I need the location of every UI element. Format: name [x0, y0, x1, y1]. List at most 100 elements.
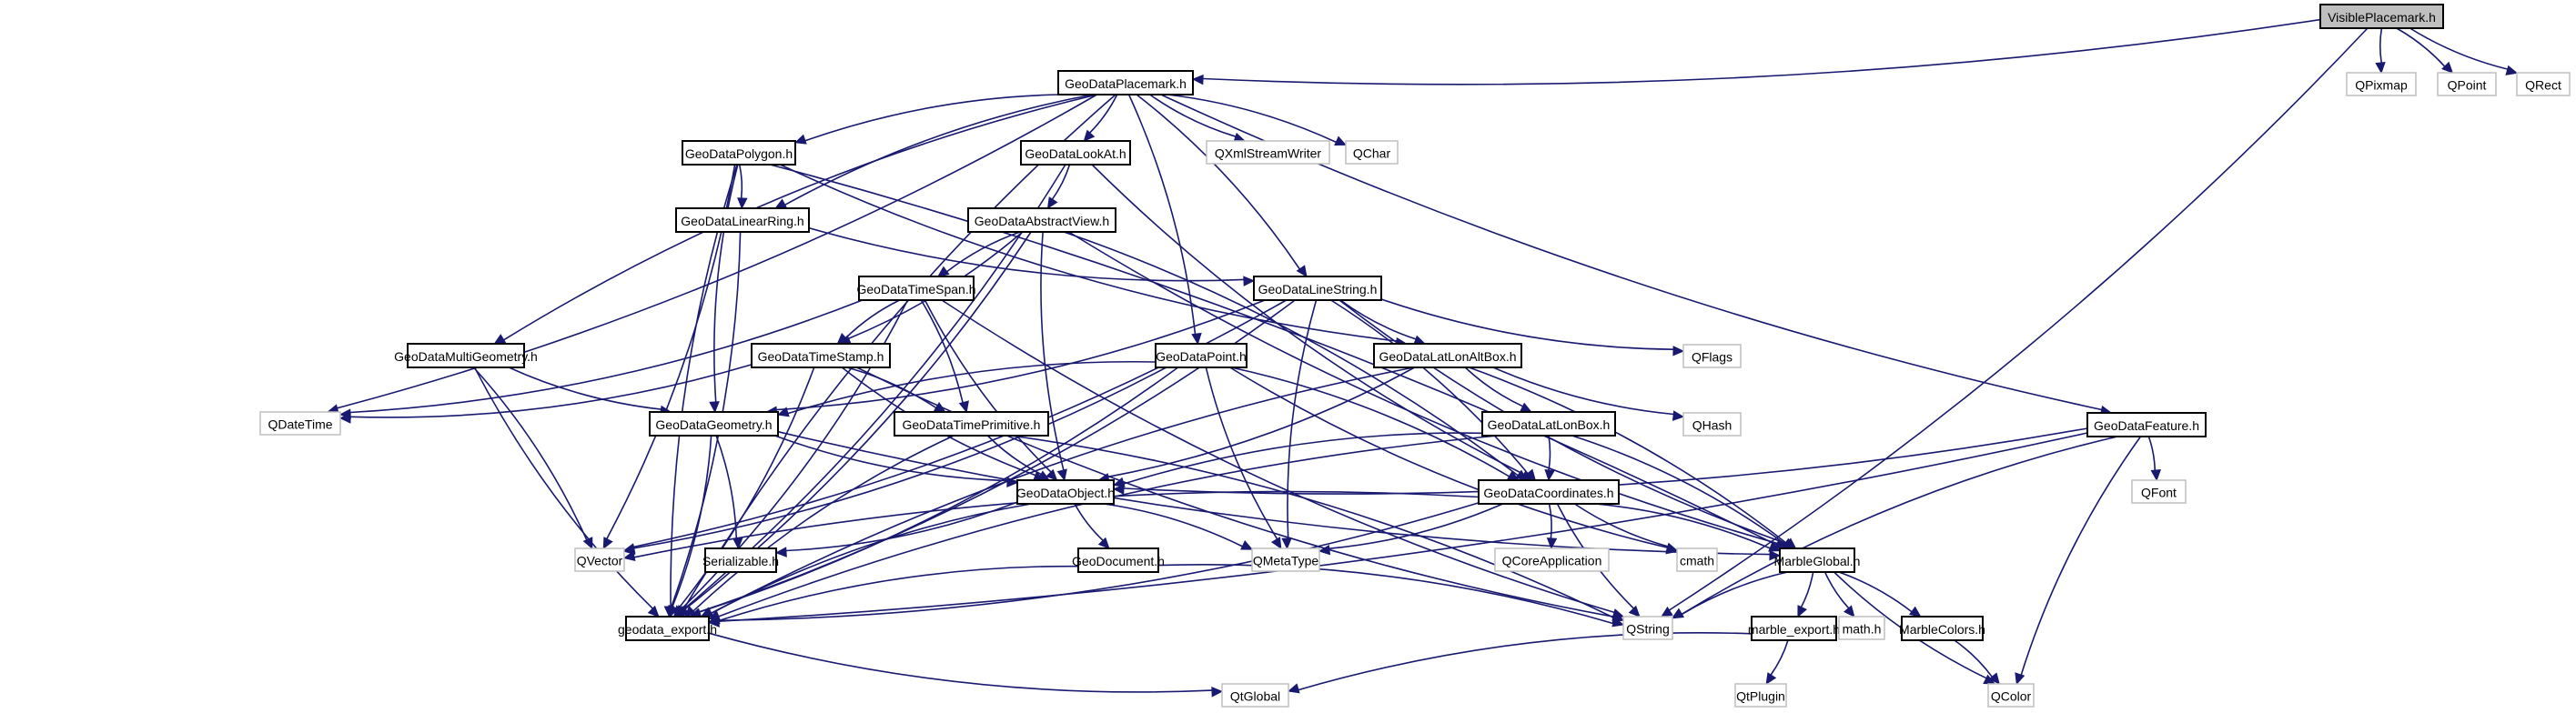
- node-qcore-application: QCoreApplication: [1494, 547, 1610, 572]
- node-label: GeoDataObject.h: [1016, 486, 1115, 500]
- edge-geo-data-coordinates-to-geodata-export: [718, 502, 1480, 622]
- node-label: QVector: [577, 554, 623, 568]
- node-label: QString: [1626, 622, 1669, 637]
- node-geo-data-lat-lon-box[interactable]: GeoDataLatLonBox.h: [1481, 411, 1616, 437]
- node-geo-data-feature[interactable]: GeoDataFeature.h: [2086, 412, 2207, 437]
- node-qhash: QHash: [1682, 412, 1742, 437]
- arrowhead-icon: [1908, 606, 1922, 618]
- edge-geo-data-time-span-to-qstring: [941, 299, 1615, 614]
- node-qmeta-type: QMetaType: [1251, 547, 1320, 572]
- edge-geodata-export-to-qt-global: [708, 632, 1213, 693]
- arrowhead-icon: [2505, 65, 2519, 75]
- node-label: GeoDataLatLonAltBox.h: [1379, 349, 1517, 364]
- node-box: [751, 343, 891, 368]
- node-geo-data-time-stamp[interactable]: GeoDataTimeStamp.h: [751, 343, 891, 368]
- edge-geo-data-placemark-to-geodata-export: [682, 94, 1116, 610]
- node-box: [259, 411, 341, 436]
- arrowhead-icon: [936, 266, 950, 277]
- edge-geo-data-point-to-qvector: [633, 367, 1167, 549]
- edge-marble-export-to-qt-global: [1298, 632, 1753, 691]
- node-box: [1251, 547, 1320, 572]
- edge-geo-data-multi-geometry-to-geodata-export: [473, 367, 653, 609]
- node-box: [1221, 683, 1289, 708]
- node-geo-data-object[interactable]: GeoDataObject.h: [1016, 479, 1115, 505]
- node-box: [1779, 547, 1855, 573]
- node-qt-global: QtGlobal: [1221, 683, 1289, 708]
- arrowhead-icon: [776, 407, 790, 417]
- node-box: [407, 343, 525, 368]
- arrowhead-icon: [1768, 541, 1782, 552]
- arrowhead-icon: [493, 334, 507, 345]
- node-geo-data-time-span[interactable]: GeoDataTimeSpan.h: [857, 276, 976, 301]
- node-box: [1987, 683, 2035, 708]
- node-label: GeoDataLatLonBox.h: [1488, 417, 1611, 432]
- arrowhead-icon: [1211, 687, 1224, 698]
- arrowhead-icon: [1769, 549, 1782, 561]
- node-geo-data-geometry[interactable]: GeoDataGeometry.h: [649, 411, 779, 437]
- node-marble-export[interactable]: marble_export.h: [1748, 616, 1840, 641]
- node-geo-data-multi-geometry[interactable]: GeoDataMultiGeometry.h: [394, 343, 538, 368]
- edge-marble-global-to-marble-colors: [1838, 571, 1913, 613]
- node-label: GeoDataTimeSpan.h: [857, 282, 976, 296]
- edge-geo-data-abstract-view-to-geo-data-time-span: [946, 231, 1021, 273]
- arrowhead-icon: [1318, 544, 1331, 556]
- edge-geo-data-lat-lon-box-to-geo-data-object: [1123, 432, 1483, 485]
- edge-visible-placemark-to-qstring: [1668, 27, 2369, 611]
- arrowhead-icon: [1270, 537, 1282, 550]
- edge-geo-data-coordinates-to-cmath: [1573, 503, 1669, 547]
- arrowhead-icon: [2150, 469, 2162, 482]
- arrowhead-icon: [1843, 605, 1855, 618]
- node-geo-data-coordinates[interactable]: GeoDataCoordinates.h: [1478, 479, 1620, 505]
- node-label: Serializable.h: [702, 554, 779, 568]
- node-geo-data-lat-lon-alt-box[interactable]: GeoDataLatLonAltBox.h: [1373, 343, 1522, 368]
- node-label: MarbleGlobal.h: [1774, 554, 1861, 568]
- node-qstring: QString: [1622, 616, 1673, 640]
- node-visible-placemark[interactable]: VisiblePlacemark.h: [2319, 4, 2444, 29]
- node-box: [1345, 140, 1399, 165]
- edge-geo-data-lat-lon-box-to-geo-data-coordinates: [1548, 435, 1551, 471]
- node-geo-data-abstract-view[interactable]: GeoDataAbstractView.h: [967, 207, 1116, 233]
- edge-geo-data-polygon-to-geo-data-linear-ring: [738, 164, 743, 199]
- node-marble-colors[interactable]: MarbleColors.h: [1899, 616, 1985, 641]
- node-geo-data-line-string[interactable]: GeoDataLineString.h: [1253, 276, 1382, 301]
- arrowhead-icon: [1507, 470, 1520, 481]
- arrowhead-icon: [1334, 136, 1348, 146]
- node-math-h: math.h: [1838, 616, 1885, 640]
- edge-visible-placemark-to-qrect: [2409, 27, 2509, 70]
- node-label: GeoDataLineString.h: [1258, 282, 1378, 296]
- node-label: QXmlStreamWriter: [1215, 146, 1322, 161]
- node-geo-data-point[interactable]: GeoDataPoint.h: [1155, 343, 1248, 368]
- edge-marble-global-to-math-h: [1823, 571, 1850, 609]
- node-geo-data-placemark[interactable]: GeoDataPlacemark.h: [1057, 70, 1194, 95]
- arrowhead-icon: [774, 198, 788, 209]
- node-serializable[interactable]: Serializable.h: [702, 547, 779, 573]
- edge-geo-data-object-to-geo-document: [1074, 503, 1104, 541]
- node-box: [1020, 140, 1131, 166]
- node-box: [2319, 4, 2444, 29]
- node-geo-data-linear-ring[interactable]: GeoDataLinearRing.h: [675, 207, 810, 233]
- arrowhead-icon: [1797, 605, 1808, 618]
- node-geo-data-polygon[interactable]: GeoDataPolygon.h: [682, 140, 796, 166]
- edge-geo-data-coordinates-to-marble-global: [1595, 503, 1771, 549]
- edge-geo-data-linear-ring-to-geo-data-line-string: [808, 226, 1245, 282]
- node-geo-data-time-primitive[interactable]: GeoDataTimePrimitive.h: [894, 411, 1049, 437]
- edge-geo-data-multi-geometry-to-geo-data-geometry: [508, 367, 662, 410]
- node-label: GeoDataCoordinates.h: [1483, 486, 1613, 500]
- node-geodata-export[interactable]: geodata_export.h: [618, 616, 717, 641]
- node-box: [2516, 72, 2571, 96]
- arrowhead-icon: [1672, 346, 1685, 356]
- arrowhead-icon: [1046, 196, 1058, 210]
- node-label: GeoDataAbstractView.h: [975, 214, 1109, 228]
- node-box: [2131, 479, 2187, 504]
- arrowhead-icon: [1611, 617, 1625, 628]
- arrowhead-icon: [1544, 469, 1555, 482]
- node-marble-global[interactable]: MarbleGlobal.h: [1774, 547, 1861, 573]
- edge-geo-document-to-geodata-export: [718, 565, 1079, 622]
- node-geo-data-look-at[interactable]: GeoDataLookAt.h: [1020, 140, 1131, 166]
- edge-geo-data-geometry-to-serializable: [715, 435, 738, 539]
- node-qflags: QFlags: [1682, 344, 1742, 368]
- node-qfont: QFont: [2131, 479, 2187, 504]
- node-geo-document[interactable]: GeoDocument.h: [1072, 547, 1165, 573]
- arrowhead-icon: [669, 605, 679, 618]
- node-label: QHash: [1692, 418, 1732, 433]
